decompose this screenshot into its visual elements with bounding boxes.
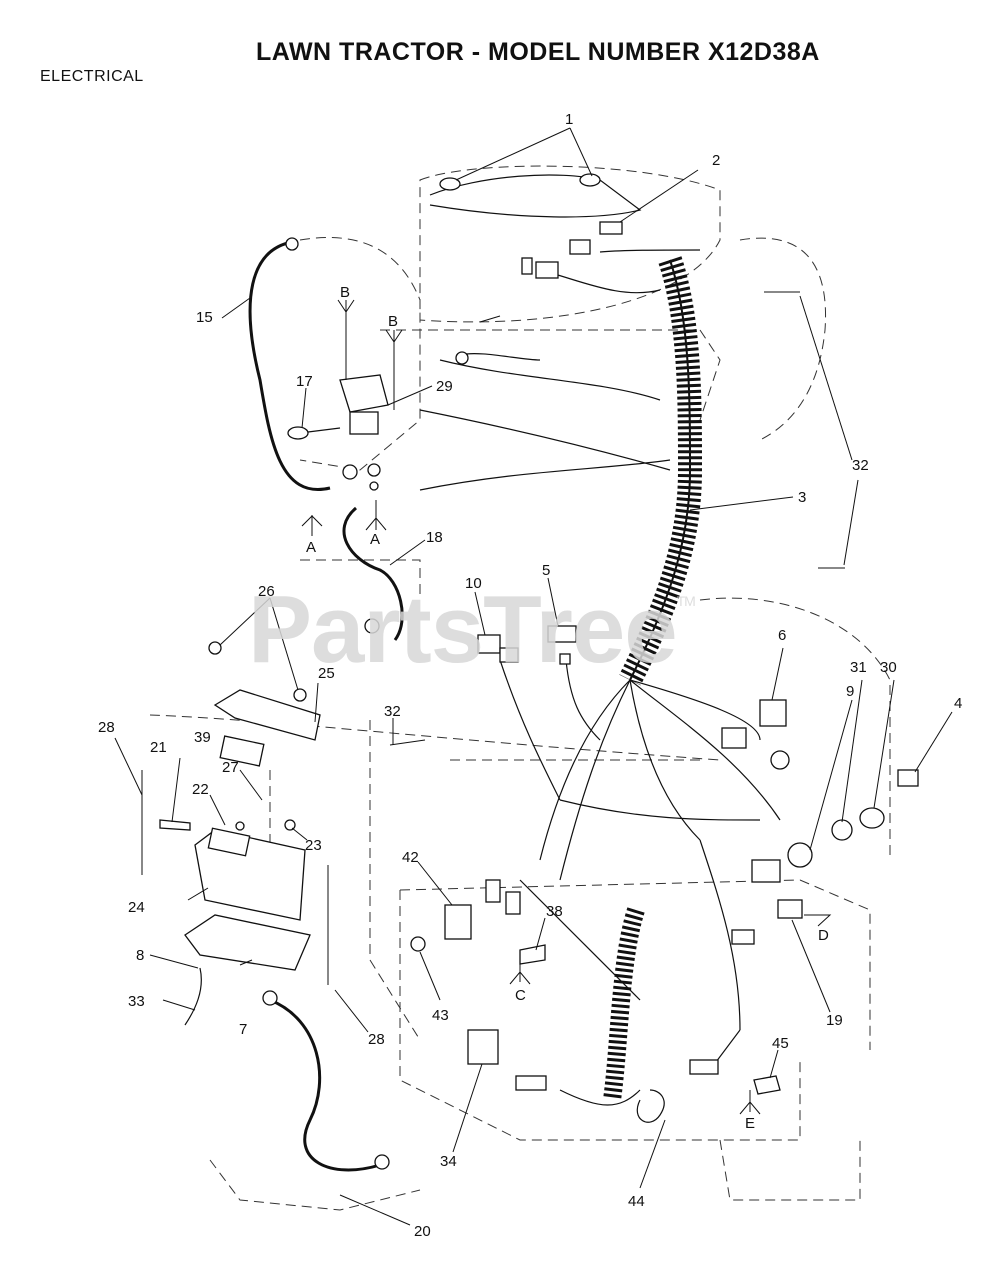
callout-19: 19 bbox=[826, 1012, 843, 1029]
callout-23: 23 bbox=[305, 837, 322, 854]
solenoid bbox=[287, 374, 389, 491]
callout-42: 42 bbox=[402, 849, 419, 866]
callout-32-right: 32 bbox=[852, 457, 869, 474]
callout-22: 22 bbox=[192, 781, 209, 798]
callout-4: 4 bbox=[954, 695, 962, 712]
callout-3: 3 bbox=[798, 489, 806, 506]
callout-28-right: 28 bbox=[368, 1031, 385, 1048]
chassis-outline bbox=[149, 165, 891, 1211]
callout-30: 30 bbox=[880, 659, 897, 676]
partstree-watermark: PartsTreeTM bbox=[248, 575, 696, 685]
ref-b-left: B bbox=[340, 284, 350, 301]
callout-24: 24 bbox=[128, 899, 145, 916]
callout-8: 8 bbox=[136, 947, 144, 964]
callout-29: 29 bbox=[436, 378, 453, 395]
callout-17: 17 bbox=[296, 373, 313, 390]
callout-27: 27 bbox=[222, 759, 239, 776]
callout-25: 25 bbox=[318, 665, 335, 682]
leader-lines bbox=[114, 127, 953, 1226]
main-harness-conduit bbox=[603, 256, 703, 1102]
callout-32-center: 32 bbox=[384, 703, 401, 720]
callout-labels: 1 2 3 4 5 6 7 8 9 10 15 17 18 19 20 21 2… bbox=[98, 111, 962, 1240]
ref-a-right: A bbox=[370, 531, 380, 548]
callout-2: 2 bbox=[712, 152, 720, 169]
reference-arrows bbox=[301, 299, 832, 1115]
diagram-title: LAWN TRACTOR - MODEL NUMBER X12D38A bbox=[256, 38, 820, 66]
ref-b-right: B bbox=[388, 313, 398, 330]
callout-7: 7 bbox=[239, 1021, 247, 1038]
reference-letters: A A B B C D E bbox=[306, 284, 829, 1132]
watermark-text: PartsTree bbox=[248, 576, 678, 683]
callout-21: 21 bbox=[150, 739, 167, 756]
watermark-trademark: TM bbox=[676, 593, 696, 609]
callout-28-left: 28 bbox=[98, 719, 115, 736]
callout-38: 38 bbox=[546, 903, 563, 920]
battery-cables bbox=[248, 237, 404, 1172]
harness-wires bbox=[419, 269, 781, 1106]
callout-31: 31 bbox=[850, 659, 867, 676]
section-label: ELECTRICAL bbox=[40, 68, 144, 85]
callout-45: 45 bbox=[772, 1035, 789, 1052]
switches-and-connectors bbox=[389, 261, 919, 1123]
ref-e: E bbox=[745, 1115, 755, 1132]
callout-18: 18 bbox=[426, 529, 443, 546]
callout-44: 44 bbox=[628, 1193, 645, 1210]
ref-d: D bbox=[818, 927, 829, 944]
callout-1: 1 bbox=[565, 111, 573, 128]
ref-a-left: A bbox=[306, 539, 316, 556]
callout-10: 10 bbox=[465, 575, 482, 592]
callout-6: 6 bbox=[778, 627, 786, 644]
callout-39: 39 bbox=[194, 729, 211, 746]
callout-9: 9 bbox=[846, 683, 854, 700]
callout-5: 5 bbox=[542, 562, 550, 579]
callout-34: 34 bbox=[440, 1153, 457, 1170]
callout-20: 20 bbox=[414, 1223, 431, 1240]
callout-43: 43 bbox=[432, 1007, 449, 1024]
callout-33: 33 bbox=[128, 993, 145, 1010]
headlight-harness bbox=[429, 173, 701, 275]
battery-assembly bbox=[141, 641, 329, 1026]
callout-15: 15 bbox=[196, 309, 213, 326]
ref-c: C bbox=[515, 987, 526, 1004]
callout-26: 26 bbox=[258, 583, 275, 600]
